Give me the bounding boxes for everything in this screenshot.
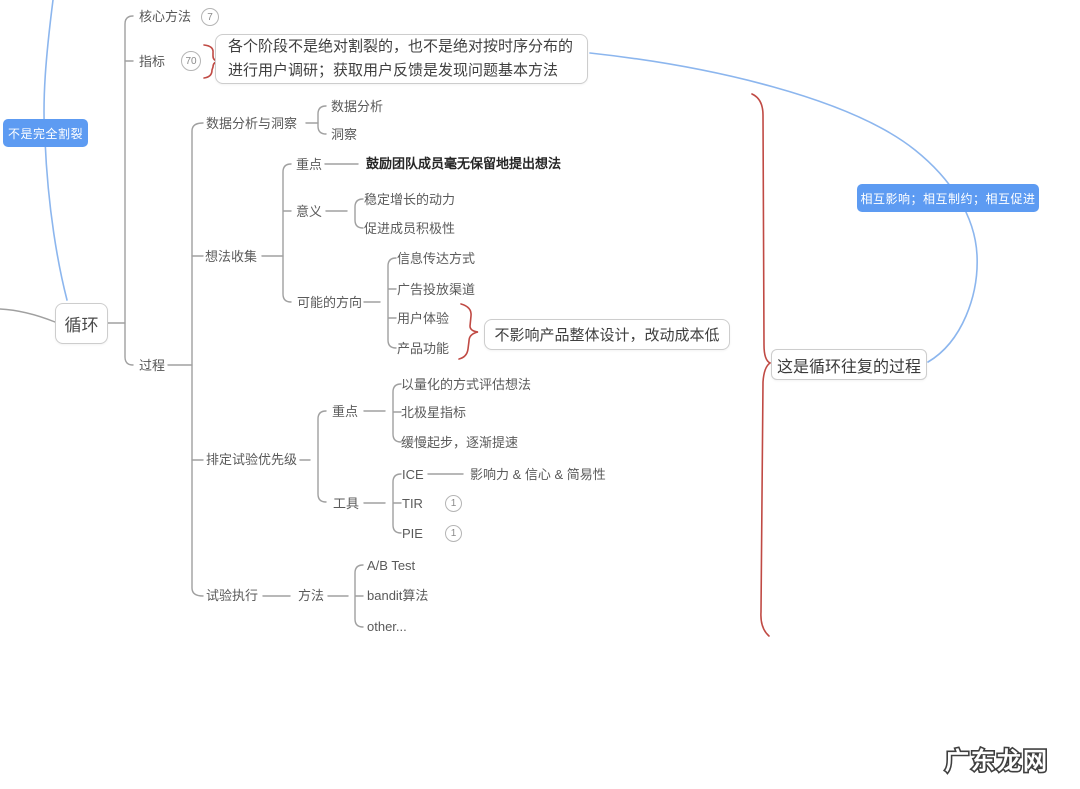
node-tir[interactable]: TIR bbox=[402, 496, 423, 511]
node-tools[interactable]: 工具 bbox=[333, 496, 360, 511]
node-direction-3[interactable]: 用户体验 bbox=[397, 311, 450, 326]
directions-bracket bbox=[387, 257, 397, 349]
node-pie[interactable]: PIE bbox=[402, 526, 423, 541]
node-method[interactable]: 方法 bbox=[298, 588, 325, 603]
brace-cycle bbox=[751, 93, 772, 637]
tools-bracket bbox=[392, 473, 402, 534]
node-ice-desc[interactable]: 影响力 & 信心 & 简易性 bbox=[470, 467, 606, 482]
node-ice[interactable]: ICE bbox=[402, 467, 424, 482]
node-idea-focus[interactable]: 重点 bbox=[296, 157, 323, 172]
idea-collection-bracket bbox=[282, 163, 292, 303]
focus2-bracket bbox=[392, 383, 402, 443]
node-prioritize-focus-2[interactable]: 北极星指标 bbox=[401, 405, 467, 420]
count-badge-pie[interactable]: 1 bbox=[445, 525, 462, 542]
count-badge-tir[interactable]: 1 bbox=[445, 495, 462, 512]
node-direction-2[interactable]: 广告投放渠道 bbox=[397, 282, 476, 297]
root-node[interactable]: 循环 bbox=[55, 303, 108, 344]
node-execute[interactable]: 试验执行 bbox=[206, 588, 259, 603]
callout-mutual-influence[interactable]: 相互影响；相互制约；相互促进 bbox=[857, 184, 1039, 212]
process-trunk bbox=[191, 122, 204, 597]
count-badge-indicator[interactable]: 70 bbox=[181, 51, 201, 71]
node-data-analysis[interactable]: 数据分析 bbox=[331, 99, 384, 114]
note-low-cost[interactable]: 不影响产品整体设计，改动成本低 bbox=[484, 319, 730, 350]
node-direction-4[interactable]: 产品功能 bbox=[397, 341, 450, 356]
branch-connectors bbox=[0, 15, 464, 628]
meaning-bracket bbox=[354, 198, 364, 229]
node-meaning[interactable]: 意义 bbox=[296, 204, 323, 219]
note-stages[interactable]: 各个阶段不是绝对割裂的，也不是绝对按时序分布的 进行用户调研；获取用户反馈是发现… bbox=[215, 34, 588, 84]
node-insight[interactable]: 洞察 bbox=[331, 127, 358, 142]
node-meaning-2[interactable]: 促进成员积极性 bbox=[364, 221, 456, 236]
node-prioritize-focus-3[interactable]: 缓慢起步，逐渐提速 bbox=[401, 435, 519, 450]
node-prioritize[interactable]: 排定试验优先级 bbox=[206, 452, 298, 467]
node-meaning-1[interactable]: 稳定增长的动力 bbox=[364, 192, 456, 207]
node-data-insight[interactable]: 数据分析与洞察 bbox=[206, 116, 298, 131]
note-stages-line2: 进行用户调研；获取用户反馈是发现问题基本方法 bbox=[228, 62, 559, 79]
node-prioritize-focus-1[interactable]: 以量化的方式评估想法 bbox=[401, 377, 532, 392]
count-badge-core-method[interactable]: 7 bbox=[201, 8, 219, 26]
data-insight-bracket bbox=[317, 105, 327, 135]
node-directions[interactable]: 可能的方向 bbox=[297, 295, 363, 310]
node-prioritize-focus[interactable]: 重点 bbox=[332, 404, 359, 419]
node-indicator[interactable]: 指标 bbox=[139, 54, 166, 69]
callout-not-fully-split[interactable]: 不是完全割裂 bbox=[3, 119, 88, 147]
node-direction-1[interactable]: 信息传达方式 bbox=[397, 251, 476, 266]
node-core-method[interactable]: 核心方法 bbox=[139, 9, 192, 24]
watermark: 广东龙网 bbox=[945, 747, 1049, 775]
level1-trunk bbox=[124, 15, 134, 366]
node-method-2[interactable]: bandit算法 bbox=[367, 588, 429, 603]
relationship-curve-right bbox=[589, 52, 978, 363]
brace-directions bbox=[458, 303, 479, 360]
note-stages-line1: 各个阶段不是绝对割裂的，也不是绝对按时序分布的 bbox=[228, 38, 574, 55]
node-process[interactable]: 过程 bbox=[139, 358, 166, 373]
note-cycle[interactable]: 这是循环往复的过程 bbox=[771, 349, 927, 380]
relationship-curve-left bbox=[43, 0, 68, 301]
method-bracket bbox=[354, 564, 364, 628]
node-idea-collection[interactable]: 想法收集 bbox=[205, 249, 258, 264]
node-idea-focus-value[interactable]: 鼓励团队成员毫无保留地提出想法 bbox=[366, 156, 562, 171]
node-method-3[interactable]: other... bbox=[367, 619, 407, 634]
prioritize-bracket bbox=[317, 410, 327, 503]
parent-branch-line bbox=[0, 308, 56, 323]
node-method-1[interactable]: A/B Test bbox=[367, 558, 416, 573]
